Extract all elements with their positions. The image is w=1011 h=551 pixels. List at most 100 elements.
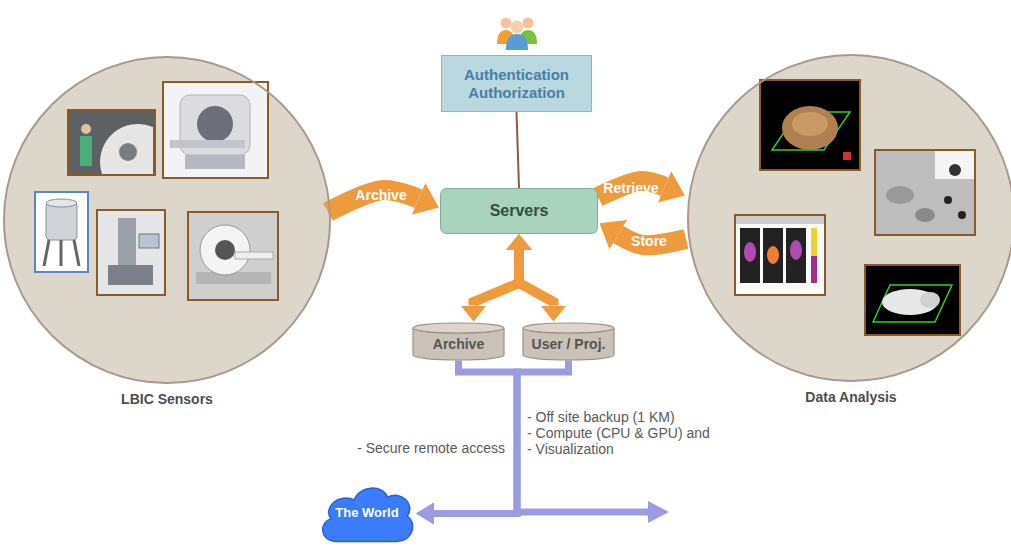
- volume-render-photo: [792, 112, 828, 136]
- node-label: Authentication Authorization: [449, 66, 584, 101]
- microscopy-photo: [935, 151, 974, 179]
- server-box: Servers: [440, 188, 598, 234]
- mri-photo: [163, 82, 268, 178]
- mri-photo: [185, 155, 245, 169]
- edge-label: Archive: [355, 187, 406, 203]
- mouse-brain-photo: [920, 292, 940, 308]
- scanner-photo: [188, 212, 278, 300]
- note-text: - Compute (CPU & GPU) and: [527, 425, 710, 441]
- project-store-top: [523, 323, 614, 333]
- analysis-group-outline: [686, 53, 1011, 405]
- mri-photo: [170, 140, 245, 148]
- volume-render-photo: [782, 106, 838, 150]
- mri-photo: [163, 82, 268, 178]
- note-holder: - Off site backup (1 KM): [527, 409, 675, 425]
- flow-arrow: [474, 250, 520, 306]
- pet-viewer-photo: [790, 240, 802, 260]
- microscopy-photo: [875, 150, 975, 235]
- scanner-photo: [215, 240, 235, 260]
- analysis-group: Data Analysis: [686, 53, 1011, 405]
- microscopy-photo: [944, 196, 952, 204]
- outbound-arrow: [517, 509, 650, 516]
- pet-viewer-photo: [811, 228, 817, 256]
- instrument-photo: [100, 124, 153, 174]
- outbound-arrow: [517, 501, 669, 523]
- magnet-photo: [35, 192, 88, 272]
- project-store: User / Proj.: [522, 322, 615, 361]
- users-icon: [501, 18, 512, 29]
- volume-render-photo: [843, 152, 851, 160]
- server-box-shape: [441, 189, 598, 234]
- microscope-photo: [97, 210, 165, 295]
- magnet-photo: [60, 240, 63, 266]
- note-holder: - Visualization: [527, 441, 614, 457]
- node-label: Archive: [433, 336, 484, 352]
- pet-viewer-photo: [767, 246, 779, 264]
- sensor-group-shape: [4, 57, 330, 383]
- instrument-photo: [81, 124, 91, 134]
- magnet-photo: [74, 240, 79, 266]
- pet-viewer-photo: [744, 242, 756, 262]
- microscopy-photo: [875, 150, 975, 235]
- scanner-photo: [188, 212, 278, 300]
- users-icon: [511, 21, 524, 34]
- mouse-brain-photo: [873, 285, 952, 322]
- note-holder: - Compute (CPU & GPU) and: [527, 425, 710, 441]
- circle-ground: [4, 57, 330, 383]
- magnet-photo: [46, 199, 77, 207]
- edge-label: Retrieve: [603, 180, 658, 196]
- node-label: LBIC Sensors: [121, 391, 213, 407]
- instrument-photo: [80, 136, 92, 166]
- link-line: [517, 112, 520, 188]
- users-icon: [523, 18, 534, 29]
- volume-render-photo: [760, 80, 860, 170]
- instrument-photo: [68, 110, 155, 175]
- note-text: - Off site backup (1 KM): [527, 409, 675, 425]
- note-holder: - Secure remote access: [357, 440, 505, 456]
- outbound-arrow: [648, 501, 669, 523]
- archive-store-top: [413, 323, 504, 333]
- microscope-photo: [139, 234, 159, 248]
- pet-viewer-photo: [736, 216, 824, 224]
- pet-viewer-photo: [763, 228, 783, 283]
- microscopy-photo: [915, 208, 935, 222]
- mouse-brain-photo: [865, 265, 960, 335]
- circle-ground: [4, 55, 1011, 383]
- flow-arrow: [434, 361, 517, 514]
- microscope-photo: [118, 218, 136, 268]
- microscopy-photo: [949, 164, 961, 176]
- flow-arrow: [519, 250, 554, 306]
- edge-label-holder: Retrieve: [603, 180, 658, 196]
- microscopy-photo: [958, 211, 966, 219]
- scanner-photo: [200, 225, 250, 275]
- mouse-brain-photo: [865, 265, 960, 335]
- circle-ground: [688, 55, 1011, 381]
- sensor-group: LBIC Sensors: [2, 55, 332, 407]
- microscope-photo: [97, 210, 165, 295]
- instrument-photo: [119, 143, 137, 161]
- magnet-photo: [44, 240, 49, 266]
- pet-viewer-photo: [735, 215, 825, 295]
- microscope-photo: [108, 265, 153, 285]
- analysis-group-shape: [688, 55, 1011, 381]
- note-text: - Secure remote access: [357, 440, 505, 456]
- node-label: The World: [335, 506, 398, 521]
- auth-box: Authentication Authorization: [441, 55, 592, 112]
- pet-viewer-photo: [735, 215, 825, 295]
- node-label: User / Proj.: [532, 336, 606, 352]
- auth-box-shape: [442, 56, 592, 112]
- pet-viewer-photo: [786, 228, 806, 283]
- mri-photo: [197, 106, 233, 142]
- pet-viewer-photo: [811, 256, 817, 283]
- world-cloud: The World: [318, 482, 416, 545]
- world-cloud-shape: [323, 488, 413, 541]
- node-label: Data Analysis: [805, 389, 896, 405]
- instrument-photo: [68, 110, 155, 175]
- sensor-group-outline: [2, 55, 332, 407]
- volume-render-photo: [760, 80, 860, 170]
- note-text: - Visualization: [527, 441, 614, 457]
- edge-label-holder: Archive: [355, 187, 406, 203]
- magnet-photo: [46, 202, 77, 240]
- users-icon: [497, 18, 537, 51]
